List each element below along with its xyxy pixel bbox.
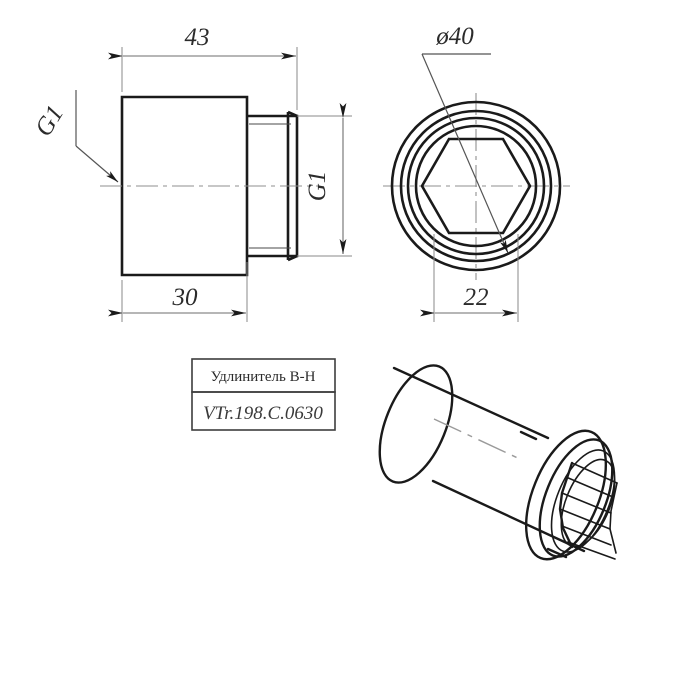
iso-axis-centerline xyxy=(433,418,523,461)
iso-hex-socket-far-edge xyxy=(609,482,618,554)
front-hex-socket-view: ø40 22 xyxy=(383,23,570,322)
hexagon-socket xyxy=(420,137,532,235)
title-block-code-cell xyxy=(191,391,336,431)
dim-label-overall-length: 43 xyxy=(185,24,210,51)
circle-third xyxy=(406,116,546,256)
side-view-thread-chamfer xyxy=(287,110,298,262)
iso-step-top xyxy=(519,430,538,441)
iso-back-face-ellipse xyxy=(378,364,454,484)
title-block: Удлинитель В-Н VTr.198.C.0630 xyxy=(191,358,336,431)
iso-hex-socket-flats xyxy=(559,462,618,560)
title-block-code-label: VTr.198.C.0630 xyxy=(203,403,323,424)
circle-inner-bore xyxy=(414,124,538,248)
iso-body-top-edge xyxy=(392,366,550,440)
circle-outer-diameter xyxy=(390,100,562,272)
dim-label-body-length: 30 xyxy=(172,284,199,311)
side-section-view: 43 30 G1 G1 xyxy=(30,24,352,322)
leader-arrow-diameter xyxy=(421,53,509,254)
iso-body-bottom-edge xyxy=(431,479,586,553)
dim-label-thread-left: G1 xyxy=(30,101,69,141)
circle-second xyxy=(399,109,553,263)
leader-arrow-g1-left xyxy=(75,145,119,183)
iso-step-bottom xyxy=(546,547,568,559)
dim-label-outer-diameter: ø40 xyxy=(435,23,474,50)
isometric-3d-view xyxy=(378,364,618,561)
dim-label-thread-right: G1 xyxy=(304,171,331,202)
iso-hex-socket-near-edge xyxy=(558,461,574,549)
title-block-name-label: Удлинитель В-Н xyxy=(211,369,316,385)
dim-label-hex-across-flats: 22 xyxy=(464,284,489,311)
